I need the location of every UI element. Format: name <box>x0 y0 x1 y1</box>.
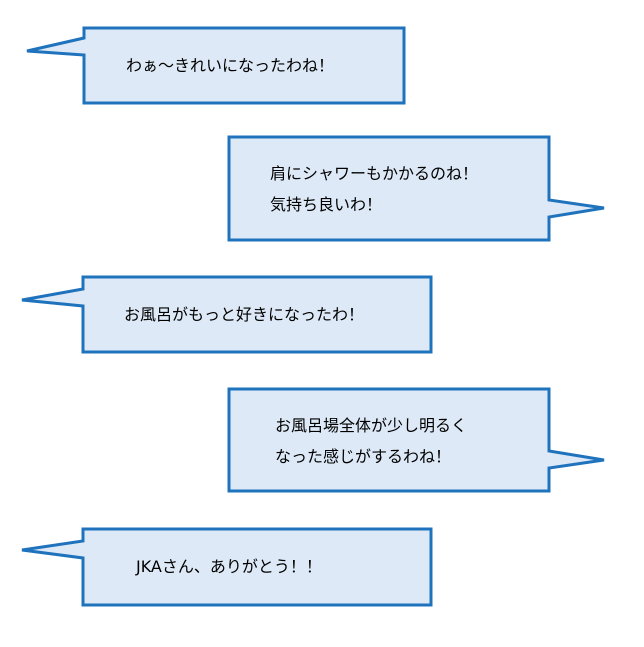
speech-bubble-2-line-2: 気持ち良いわ！ <box>270 195 383 214</box>
speech-bubble-4-line-1: お風呂場全体が少し明るく <box>275 416 468 435</box>
speech-bubble-5-shape <box>21 527 433 607</box>
speech-bubble-4-shape <box>227 387 605 493</box>
speech-bubble-1-line-1: わぁ～きれいになったわね！ <box>126 56 335 75</box>
speech-bubble-3-text: お風呂がもっと好きになったわ！ <box>124 299 364 330</box>
speech-bubble-2-line-1: 肩にシャワーもかかるのね！ <box>270 164 479 183</box>
speech-bubble-1-shape <box>26 26 406 105</box>
speech-bubble-5-line-1: JKAさん、ありがとう！！ <box>136 557 322 576</box>
speech-bubble-2-text: 肩にシャワーもかかるのね！ 気持ち良いわ！ <box>270 158 478 220</box>
speech-bubble-4-line-2: なった感じがするわね！ <box>275 447 452 466</box>
speech-bubble-5-text: JKAさん、ありがとう！！ <box>136 551 322 582</box>
speech-bubble-2-shape <box>227 135 605 242</box>
speech-bubble-1-text: わぁ～きれいになったわね！ <box>126 50 334 81</box>
speech-bubble-3-line-1: お風呂がもっと好きになったわ！ <box>124 305 365 324</box>
speech-bubble-3-shape <box>21 275 433 354</box>
speech-bubble-4-text: お風呂場全体が少し明るく なった感じがするわね！ <box>275 410 467 472</box>
